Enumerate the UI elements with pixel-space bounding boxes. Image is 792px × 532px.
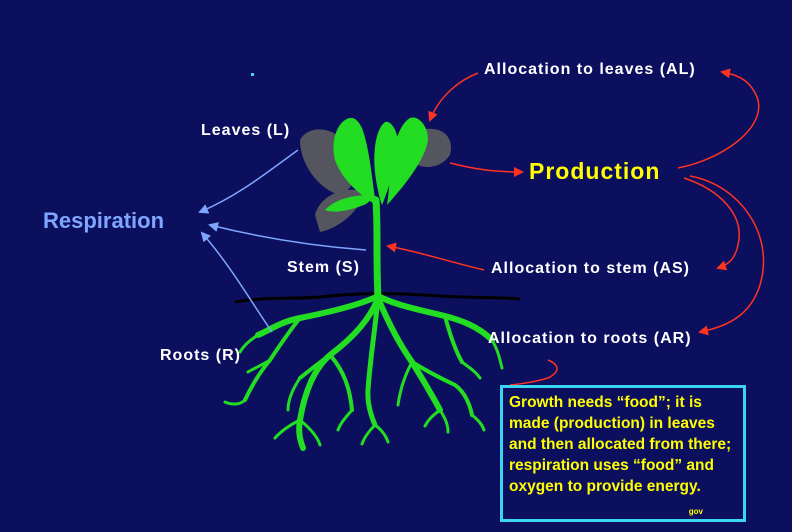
stem-shape — [372, 196, 382, 302]
credit-text: gov — [688, 507, 703, 516]
arrow-production-loop-top — [677, 68, 760, 169]
label-production: Production — [529, 158, 661, 184]
roots-shape — [223, 293, 504, 451]
arrow-production-to-stem-loop — [683, 177, 740, 271]
label-leaves: Leaves (L) — [201, 122, 291, 139]
cyan-dot — [251, 73, 254, 76]
allocation-arrows — [386, 68, 765, 386]
arrow-leaves-to-respiration — [198, 149, 299, 214]
arrow-to-stem — [386, 242, 485, 271]
label-respiration: Respiration — [43, 208, 165, 233]
arrow-roots-to-note — [509, 359, 558, 386]
label-stem: Stem (S) — [287, 259, 360, 276]
respiration-arrows — [198, 149, 367, 333]
explanation-box: Growth needs “food”; it is made (product… — [500, 385, 746, 522]
explanation-text: Growth needs “food”; it is made (product… — [509, 394, 732, 495]
label-allocation-to-roots: Allocation to roots (AR) — [488, 330, 692, 347]
arrow-to-leaves — [428, 72, 479, 122]
label-allocation-to-leaves: Allocation to leaves (AL) — [484, 61, 696, 78]
leaves-shape — [325, 117, 428, 212]
arrow-leaves-to-production — [449, 162, 524, 177]
arrow-production-to-roots-loop — [689, 175, 765, 336]
arrow-roots-to-respiration — [200, 231, 273, 333]
arrow-stem-to-respiration — [208, 222, 367, 251]
label-roots: Roots (R) — [160, 347, 241, 364]
label-allocation-to-stem: Allocation to stem (AS) — [491, 260, 691, 277]
